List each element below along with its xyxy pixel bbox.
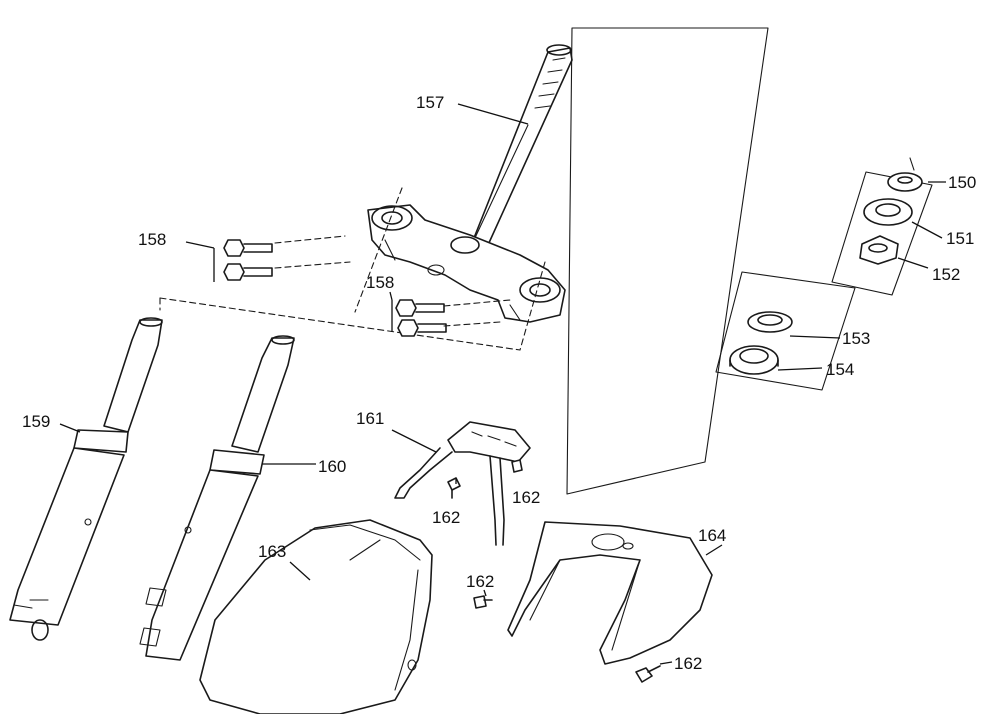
steering-stem xyxy=(469,44,573,249)
callout-162-c: 162 xyxy=(466,572,495,591)
bolts-158-lower xyxy=(395,299,447,337)
fender-bracket-164 xyxy=(507,521,713,665)
bearing-154 xyxy=(729,345,779,375)
alignment-lines xyxy=(159,187,546,351)
bolt-162-c xyxy=(473,595,493,609)
callout-154: 154 xyxy=(826,360,855,379)
fork-leg-left xyxy=(9,317,163,641)
under-bracket xyxy=(367,204,566,323)
nut-152 xyxy=(859,235,899,265)
callout-163: 163 xyxy=(258,542,287,561)
leader-lines xyxy=(59,103,946,665)
stem-outline-panel xyxy=(566,27,769,495)
callout-153: 153 xyxy=(842,329,871,348)
fork-leg-right xyxy=(139,335,295,661)
callout-158-lower: 158 xyxy=(366,273,395,292)
bracket-161 xyxy=(394,421,531,546)
callout-158-upper: 158 xyxy=(138,230,167,249)
bolt-162-a xyxy=(447,477,461,499)
washer-151 xyxy=(863,198,913,226)
callout-161: 161 xyxy=(356,409,385,428)
front-fender-163 xyxy=(199,519,433,714)
callout-150: 150 xyxy=(948,173,977,192)
bolts-158-upper xyxy=(223,239,273,281)
callout-159: 159 xyxy=(22,412,51,431)
callout-162-d: 162 xyxy=(674,654,703,673)
nut-150 xyxy=(887,157,923,192)
race-153 xyxy=(747,311,793,333)
callout-164: 164 xyxy=(698,526,727,545)
bolt-162-b xyxy=(511,459,523,473)
callout-162-b: 162 xyxy=(512,488,541,507)
callout-152: 152 xyxy=(932,265,961,284)
callout-157: 157 xyxy=(416,93,445,112)
callout-160: 160 xyxy=(318,457,347,476)
callout-151: 151 xyxy=(946,229,975,248)
callout-162-a: 162 xyxy=(432,508,461,527)
bolt-162-d xyxy=(635,665,661,683)
